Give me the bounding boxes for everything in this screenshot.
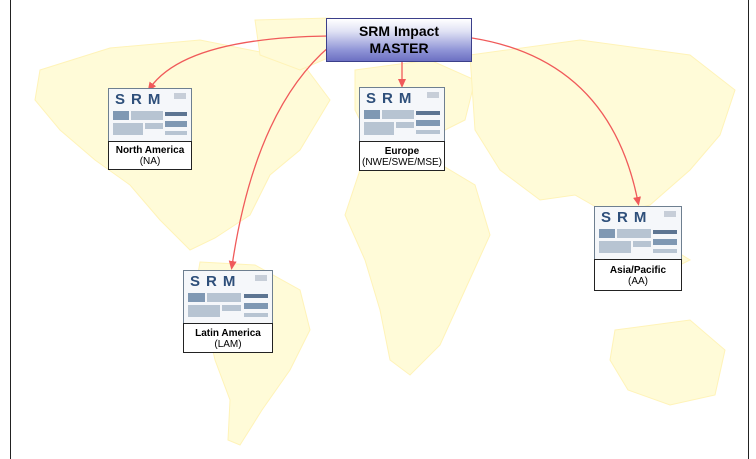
srm-document-thumbnail: SRM xyxy=(108,88,192,142)
arrow-to-latin-america xyxy=(228,45,331,270)
region-code: (NA) xyxy=(139,156,161,167)
map-greenland xyxy=(254,17,336,71)
arrow-to-asia-pacific xyxy=(471,37,641,206)
map-asia xyxy=(469,39,736,216)
region-code: (AA) xyxy=(628,276,648,287)
region-code: (LAM) xyxy=(214,339,242,350)
srm-logo: SRM xyxy=(190,273,242,290)
region-label-asia-pacific: Asia/Pacific (AA) xyxy=(594,259,682,291)
srm-logo: SRM xyxy=(601,209,653,226)
region-name: North America xyxy=(115,145,185,156)
master-title: SRM Impact xyxy=(358,23,440,39)
arrow-to-north-america xyxy=(147,35,329,92)
map-africa xyxy=(344,157,491,376)
region-label-latin-america: Latin America (LAM) xyxy=(183,323,273,353)
srm-logo: SRM xyxy=(366,90,418,107)
srm-master-node: SRM Impact MASTER xyxy=(326,18,472,62)
region-latin-america: SRM Latin America (LAM) xyxy=(183,270,273,353)
region-europe: SRM Europe (NWE/SWE/MSE) xyxy=(359,87,445,171)
srm-document-thumbnail: SRM xyxy=(359,87,445,142)
region-asia-pacific: SRM Asia/Pacific (AA) xyxy=(594,206,682,291)
map-australia xyxy=(609,319,726,406)
master-subtitle: MASTER xyxy=(369,40,429,56)
region-name: Asia/Pacific xyxy=(609,265,667,276)
region-north-america: SRM North America (NA) xyxy=(108,88,192,170)
srm-document-thumbnail: SRM xyxy=(183,270,273,324)
region-code: (NWE/SWE/MSE) xyxy=(362,157,442,168)
srm-logo: SRM xyxy=(115,91,167,108)
srm-document-thumbnail: SRM xyxy=(594,206,682,260)
region-label-north-america: North America (NA) xyxy=(108,141,192,170)
region-label-europe: Europe (NWE/SWE/MSE) xyxy=(359,141,445,171)
region-name: Latin America xyxy=(195,328,261,339)
region-name: Europe xyxy=(384,146,420,157)
